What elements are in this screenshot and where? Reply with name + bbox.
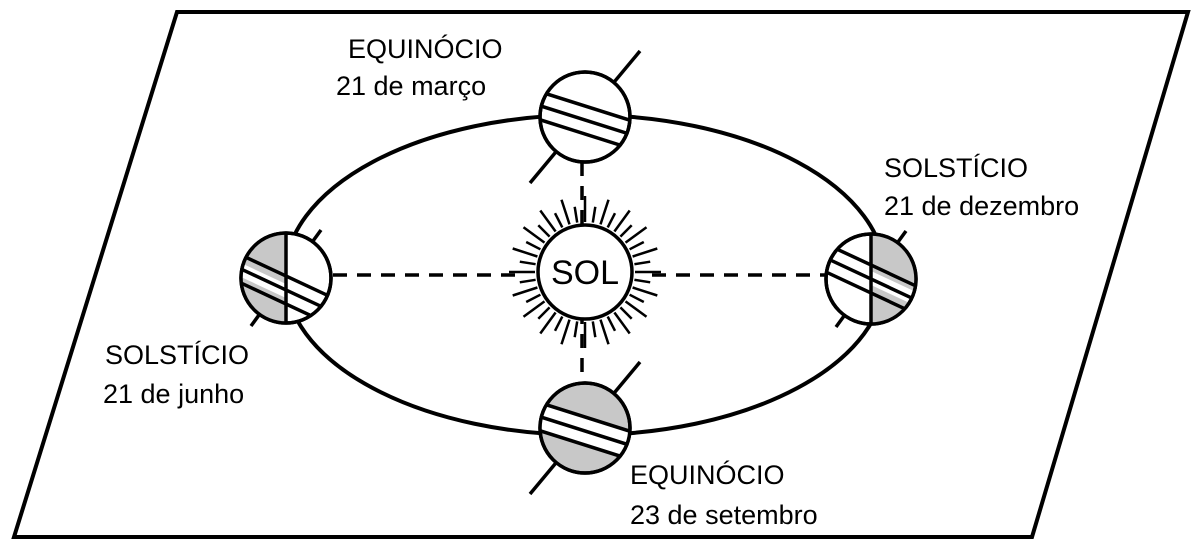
sun-rays — [509, 196, 661, 348]
sun-ray — [629, 293, 645, 304]
sun-ray — [624, 300, 648, 318]
sun-ray — [624, 226, 648, 244]
sun-ray — [613, 209, 631, 233]
sun-earth-lines — [333, 162, 828, 380]
sun-ray — [512, 286, 538, 297]
earth-september — [528, 360, 642, 496]
sun-ray — [560, 319, 571, 345]
sun-ray — [522, 300, 546, 318]
sun-ray — [525, 293, 541, 304]
earth-march — [528, 49, 642, 185]
sun-ray — [525, 240, 541, 251]
sun-ray — [606, 316, 617, 332]
label-march-line1: EQUINÓCIO — [348, 33, 503, 64]
sun: SOL — [509, 196, 661, 348]
sun-ray — [591, 321, 597, 338]
sun-ray — [599, 319, 610, 345]
sun-ray — [560, 199, 571, 225]
sun-ray — [512, 247, 538, 258]
sun-ray — [539, 209, 557, 233]
label-september-line1: EQUINÓCIO — [630, 459, 785, 490]
label-march-line2: 21 de março — [336, 71, 486, 101]
sun-ray — [632, 286, 658, 297]
sun-ray — [613, 311, 631, 335]
sun-disk — [536, 223, 634, 321]
sun-ray — [537, 224, 551, 238]
sun-ray — [619, 306, 633, 320]
label-june: SOLSTÍCIO 21 de junho — [103, 340, 249, 409]
label-december-line2: 21 de dezembro — [884, 191, 1079, 221]
sun-ray — [606, 212, 617, 228]
sun-ray — [553, 316, 564, 332]
label-june-line2: 21 de junho — [103, 379, 244, 409]
sun-ray — [519, 278, 536, 284]
sun-ray — [519, 260, 536, 266]
sun-ray — [537, 306, 551, 320]
label-september: EQUINÓCIO 23 de setembro — [630, 459, 818, 530]
sun-ray — [573, 206, 579, 223]
sun-ray — [634, 260, 651, 266]
sun-ray — [619, 224, 633, 238]
earth-stripes — [540, 396, 630, 466]
label-march: EQUINÓCIO 21 de março — [336, 33, 503, 101]
label-september-line2: 23 de setembro — [630, 500, 818, 530]
sun-ray — [632, 247, 658, 258]
sun-ray — [629, 240, 645, 251]
sun-ray — [573, 321, 579, 338]
sun-label: SOL — [551, 254, 619, 292]
sun-ray — [599, 199, 610, 225]
label-june-line1: SOLSTÍCIO — [105, 340, 249, 370]
sun-ray — [591, 206, 597, 223]
label-december: SOLSTÍCIO 21 de dezembro — [884, 153, 1079, 221]
sun-ray — [522, 226, 546, 244]
sun-ray — [634, 278, 651, 284]
sun-ray — [539, 311, 557, 335]
sun-ray — [553, 212, 564, 228]
label-december-line1: SOLSTÍCIO — [884, 153, 1028, 183]
earth-june — [239, 228, 333, 328]
